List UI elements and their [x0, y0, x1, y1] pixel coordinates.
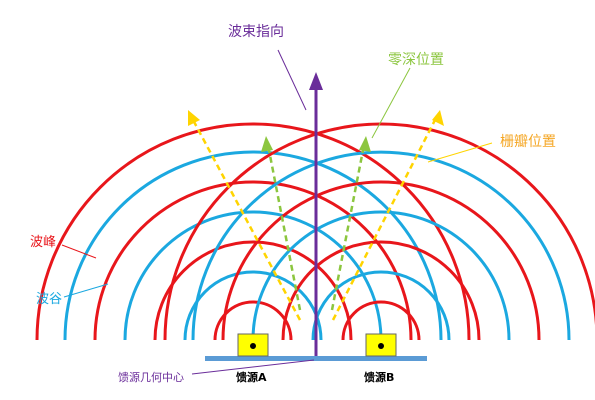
wave-crest-arc-a-outer — [35, 122, 471, 341]
grating-arrow-right-head — [432, 110, 444, 126]
source-b-label: 馈源B — [364, 370, 394, 384]
source-a-dot-icon — [250, 343, 256, 349]
null-leader-line — [371, 67, 411, 139]
wave-crest-arc-b-1 — [341, 300, 421, 341]
crest-leader-line — [61, 244, 97, 259]
source-b-dot-icon — [378, 343, 384, 349]
null-arrow-right-head — [359, 136, 371, 152]
source-a-label: 馈源A — [236, 370, 267, 384]
wave-trough-arc-b-6 — [191, 150, 571, 341]
null-arrow-left-head — [261, 136, 273, 152]
grating-arrow-left-head — [188, 110, 200, 126]
wave-trough-arc-b-4 — [251, 210, 511, 341]
wave-arcs — [35, 122, 595, 341]
null-position-label: 零深位置 — [388, 52, 444, 68]
crest-label: 波峰 — [30, 235, 56, 250]
beam-direction-label: 波束指向 — [228, 24, 284, 40]
wave-trough-arc-a-2 — [183, 270, 323, 341]
geometric-center-label: 馈源几何中心 — [118, 370, 184, 384]
wave-crest-arc-a-5 — [93, 180, 413, 341]
ground-plate — [205, 356, 427, 361]
beam-arrow-head — [309, 72, 323, 90]
wave-crest-arc-b-3 — [281, 240, 481, 341]
wave-trough-arc-b-2 — [311, 270, 451, 341]
grating-arrow-right — [331, 117, 438, 321]
trough-leader-line — [63, 283, 109, 298]
grating-position-label: 栅瓣位置 — [500, 134, 556, 150]
null-arrow-left — [266, 144, 302, 311]
wave-crest-arc-b-outer — [163, 122, 595, 341]
null-arrow-right — [330, 144, 366, 311]
wave-crest-arc-b-5 — [221, 180, 541, 341]
center-leader-line — [191, 359, 315, 375]
wave-trough-arc-a-6 — [63, 150, 443, 341]
grating-arrow-left — [190, 117, 302, 321]
wave-crest-arc-a-3 — [153, 240, 353, 341]
trough-label: 波谷 — [36, 292, 62, 307]
wave-trough-arc-a-4 — [123, 210, 383, 341]
beam-leader-line — [277, 49, 307, 111]
wave-crest-arc-a-1 — [213, 300, 293, 341]
grating-leader-line — [427, 142, 493, 163]
